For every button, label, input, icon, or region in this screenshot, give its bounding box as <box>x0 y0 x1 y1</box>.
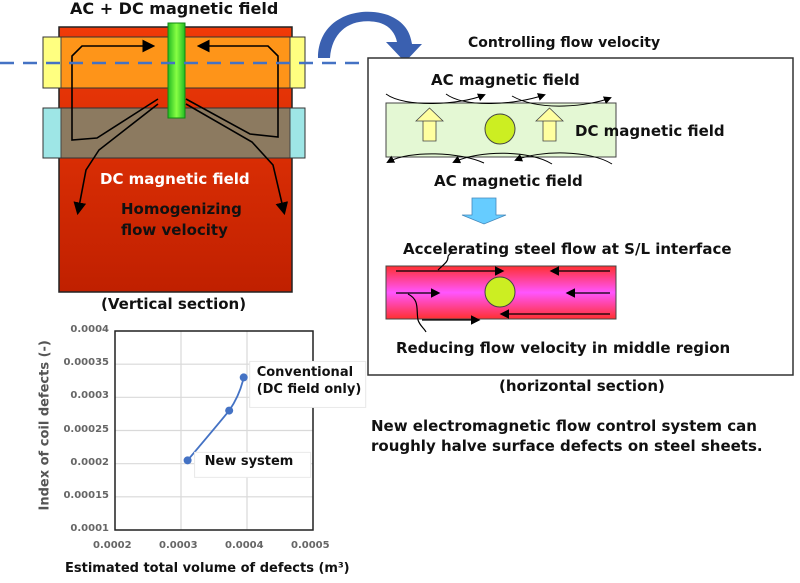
annotation-new-system: New system <box>204 454 294 470</box>
x-tick-label: 0.0004 <box>225 540 264 551</box>
ac-field-arcs-bottom <box>386 152 613 165</box>
dc-coil-right <box>289 107 306 159</box>
horizontal-title: Controlling flow velocity <box>468 35 661 51</box>
accel-label: Accelerating steel flow at S/L interface <box>403 240 732 258</box>
chart-xlabel: Estimated total volume of defects (m³) <box>65 561 350 576</box>
y-tick-label: 0.0001 <box>70 523 109 534</box>
conclusion-line-2: roughly halve surface defects on steel s… <box>371 437 763 455</box>
annotation-box <box>249 360 367 408</box>
annotation-conventional-sub: (DC field only) <box>256 382 362 398</box>
data-point <box>239 373 248 382</box>
y-tick-label: 0.00015 <box>63 489 109 501</box>
y-tick-label: 0.00035 <box>63 357 109 369</box>
data-point <box>225 406 234 415</box>
x-tick-label: 0.0003 <box>159 540 198 551</box>
y-tick-label: 0.00025 <box>63 423 109 435</box>
vertical-flow-label-2: flow velocity <box>121 221 228 239</box>
annotation-conventional: Conventional <box>256 365 354 381</box>
nozzle-section-2 <box>484 276 516 308</box>
x-tick-label: 0.0005 <box>291 540 330 551</box>
annotation-box <box>194 451 312 478</box>
dc-label: DC magnetic field <box>575 122 725 140</box>
y-tick-label: 0.0003 <box>70 390 109 402</box>
dc-arrow-up-icon <box>415 107 444 142</box>
ac-field-arcs-top <box>385 93 612 107</box>
flow-arrows <box>71 39 289 216</box>
dc-arrow-up-icon <box>535 107 564 142</box>
reduce-label: Reducing flow velocity in middle region <box>396 339 731 357</box>
vertical-dc-label: DC magnetic field <box>100 170 250 188</box>
flow-lines <box>396 249 610 333</box>
vertical-caption: (Vertical section) <box>101 295 247 313</box>
down-arrow-icon <box>461 197 507 225</box>
dc-coil-left <box>42 107 62 159</box>
horizontal-caption: (horizontal section) <box>499 377 665 395</box>
vertical-flow-label-1: Homogenizing <box>121 200 242 218</box>
x-tick-label: 0.0002 <box>93 540 132 551</box>
y-tick-label: 0.0002 <box>70 456 109 468</box>
plot-border <box>114 330 314 531</box>
vertical-title: AC + DC magnetic field <box>70 0 279 18</box>
data-point <box>183 456 192 465</box>
ac-top-label: AC magnetic field <box>431 71 580 89</box>
ac-bottom-label: AC magnetic field <box>434 172 583 190</box>
curved-arrow-icon <box>318 11 422 62</box>
chart <box>114 330 367 531</box>
y-tick-label: 0.0004 <box>70 324 109 335</box>
nozzle <box>167 22 186 119</box>
nozzle-section <box>484 113 516 145</box>
conclusion-line-1: New electromagnetic flow control system … <box>371 417 757 435</box>
chart-ylabel: Index of coil defects (-) <box>37 340 53 511</box>
